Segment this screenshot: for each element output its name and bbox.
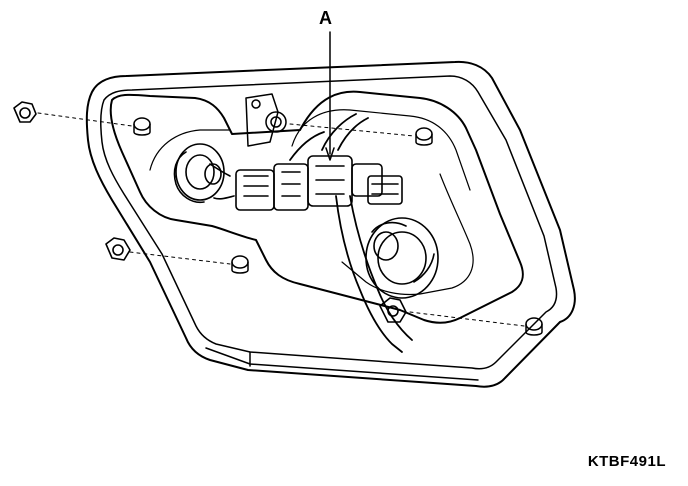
wiring-harness (289, 113, 413, 353)
mounting-plate (109, 90, 524, 324)
installation-guide-lines (37, 112, 525, 327)
figure-id: KTBF491L (587, 453, 666, 470)
lamp-housing-outline (85, 60, 576, 388)
lower-bulb-socket (365, 217, 439, 299)
left-bulb-socket (173, 143, 225, 204)
housing-lower-edge (205, 347, 479, 381)
stud-lower-left (231, 255, 249, 269)
flange-nut-icon (13, 101, 407, 323)
mounting-studs (133, 117, 543, 336)
nut-upper-left (13, 101, 37, 123)
stud-upper-right (415, 127, 433, 141)
nut-middle-left (105, 237, 131, 261)
stud-upper-left (133, 117, 151, 131)
wiring-connector-a (209, 155, 403, 211)
housing-inner-rim (99, 75, 558, 370)
plate-inner-contour (149, 109, 474, 296)
nut-lower-socket (379, 297, 407, 323)
upper-bracket (245, 93, 287, 147)
callout-leader-a (325, 31, 335, 161)
callout-label-a: A (319, 8, 332, 28)
